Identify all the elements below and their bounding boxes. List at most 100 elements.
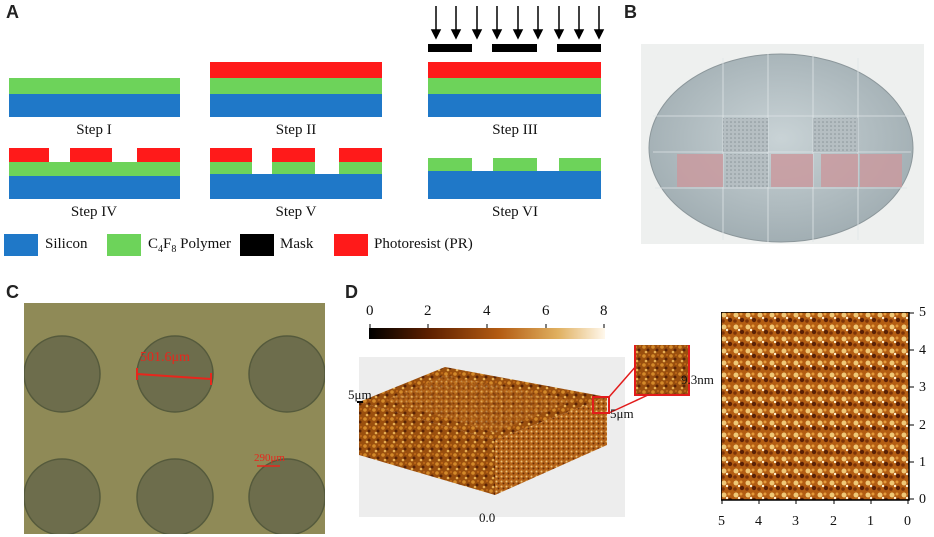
height-colorbar (369, 324, 605, 339)
polymer-sub-8: 8 (171, 244, 177, 255)
step-ii-silicon (210, 94, 382, 117)
measure-line-diameter (136, 368, 212, 385)
mask-segment-2 (492, 44, 537, 52)
uv-arrows (430, 6, 605, 40)
gap-label: 290μm (254, 452, 285, 464)
polymer-f: F (163, 236, 172, 252)
wafer-disc (648, 53, 914, 243)
step-label-3: Step III (492, 122, 538, 138)
panel-label-a: A (6, 2, 19, 22)
panel-label-b: B (624, 2, 637, 22)
afm-3d-bottom-label: 0.0 (479, 510, 496, 525)
afm-3d-right-face (495, 397, 607, 495)
step-vi-polymer-1 (428, 158, 472, 172)
afm-2d-right-ticks (909, 312, 914, 500)
afm-2d-bottom-ticks (721, 500, 909, 504)
legend-swatch-photoresist (334, 234, 368, 256)
afm-3d-height-label: 9.3nm (681, 372, 714, 387)
polymer-sub-4: 4 (158, 244, 164, 255)
wafer-pink-pad-1 (677, 154, 723, 187)
legend-label-mask: Mask (280, 236, 314, 252)
step-iv-silicon (9, 176, 180, 199)
wafer-dot-array-2 (813, 118, 858, 152)
afm-2d-image (721, 312, 909, 500)
afm-3d-left-axis-label: 5μm (348, 387, 372, 402)
process-steps-diagram (9, 6, 605, 199)
legend-swatch-polymer (107, 234, 141, 256)
legend-label-polymer: C4F8 Polymer (148, 236, 231, 255)
step-iv-pr-3 (137, 148, 180, 162)
afm-2d-x-tick-5: 5 (718, 514, 725, 529)
polymer-tail: Polymer (176, 236, 231, 252)
step-ii-stack (210, 62, 382, 117)
step-iii-photoresist (428, 62, 601, 78)
afm-2d-y-tick-4: 4 (919, 343, 926, 358)
afm-zoom-selection (592, 396, 610, 414)
afm-zoom-connector-1 (608, 364, 638, 398)
legend-label-silicon: Silicon (45, 236, 88, 252)
afm-3d-left-face (359, 402, 495, 495)
wafer-dot-array-1 (723, 118, 768, 152)
legend-swatch-mask (240, 234, 274, 256)
step-ii-polymer (210, 78, 382, 94)
afm-2d-y-tick-2: 2 (919, 418, 926, 433)
step-label-6: Step VI (492, 204, 538, 220)
colorbar-tick-6: 6 (542, 303, 550, 319)
wafer-pink-pad-3 (821, 154, 858, 187)
diameter-label: 501.6μm (140, 350, 190, 365)
step-label-4: Step IV (70, 204, 118, 220)
afm-2d-x-tick-1: 1 (867, 514, 874, 529)
step-v-pr-3 (339, 148, 382, 162)
step-iv-polymer (9, 162, 180, 176)
wafer-pink-pad-4 (860, 154, 902, 187)
step-v-pr-1 (210, 148, 252, 162)
step-iii-polymer (428, 78, 601, 94)
step-ii-photoresist (210, 62, 382, 78)
afm-2d-y-tick-0: 0 (919, 492, 926, 507)
step-iv-stack (9, 148, 180, 199)
step-vi-silicon (428, 171, 601, 199)
step-i-stack (9, 78, 180, 117)
optical-micrograph (24, 303, 325, 534)
afm-zoom-connector-2 (608, 394, 649, 414)
step-v-polymer-1 (210, 162, 252, 176)
afm-3d-right-axis-label: 5μm (610, 406, 634, 421)
afm-2d-x-tick-4: 4 (755, 514, 762, 529)
mask-segment-1 (428, 44, 472, 52)
step-iii-silicon (428, 94, 601, 117)
step-iii-stack (428, 6, 605, 117)
colorbar-tick-8: 8 (600, 303, 608, 319)
afm-2d-y-tick-3: 3 (919, 380, 926, 395)
afm-2d-x-tick-0: 0 (904, 514, 911, 529)
panel-label-c: C (6, 282, 19, 302)
mask-segment-3 (557, 44, 601, 52)
panel-label-d: D (345, 282, 358, 302)
step-label-5: Step V (275, 204, 317, 220)
step-i-polymer (9, 78, 180, 94)
step-iv-pr-2 (70, 148, 112, 162)
step-v-silicon (210, 174, 382, 199)
step-i-silicon (9, 94, 180, 117)
afm-zoom-inset (634, 345, 690, 396)
afm-2d-x-tick-3: 3 (792, 514, 799, 529)
step-v-pr-2 (272, 148, 315, 162)
step-vi-polymer-2 (493, 158, 537, 172)
afm-3d-top-face-detail (385, 375, 575, 433)
step-label-1: Step I (76, 122, 112, 138)
wafer-pink-pad-2 (771, 154, 813, 187)
afm-2d-y-tick-1: 1 (919, 455, 926, 470)
wafer-dot-array-3 (726, 154, 768, 187)
step-label-2: Step II (275, 122, 317, 138)
colorbar-tick-4: 4 (483, 303, 491, 319)
afm-3d-surface (357, 345, 690, 517)
afm-2d-frame (721, 312, 910, 501)
step-v-polymer-3 (339, 162, 382, 176)
afm-2d-y-tick-5: 5 (919, 305, 926, 320)
colorbar-ticks (369, 324, 605, 328)
legend-label-photoresist: Photoresist (PR) (374, 236, 473, 252)
micrograph-wells (24, 335, 325, 534)
wafer-photo (641, 44, 924, 244)
colorbar-tick-0: 0 (366, 303, 374, 319)
step-iv-pr-1 (9, 148, 49, 162)
legend-swatch-silicon (4, 234, 38, 256)
